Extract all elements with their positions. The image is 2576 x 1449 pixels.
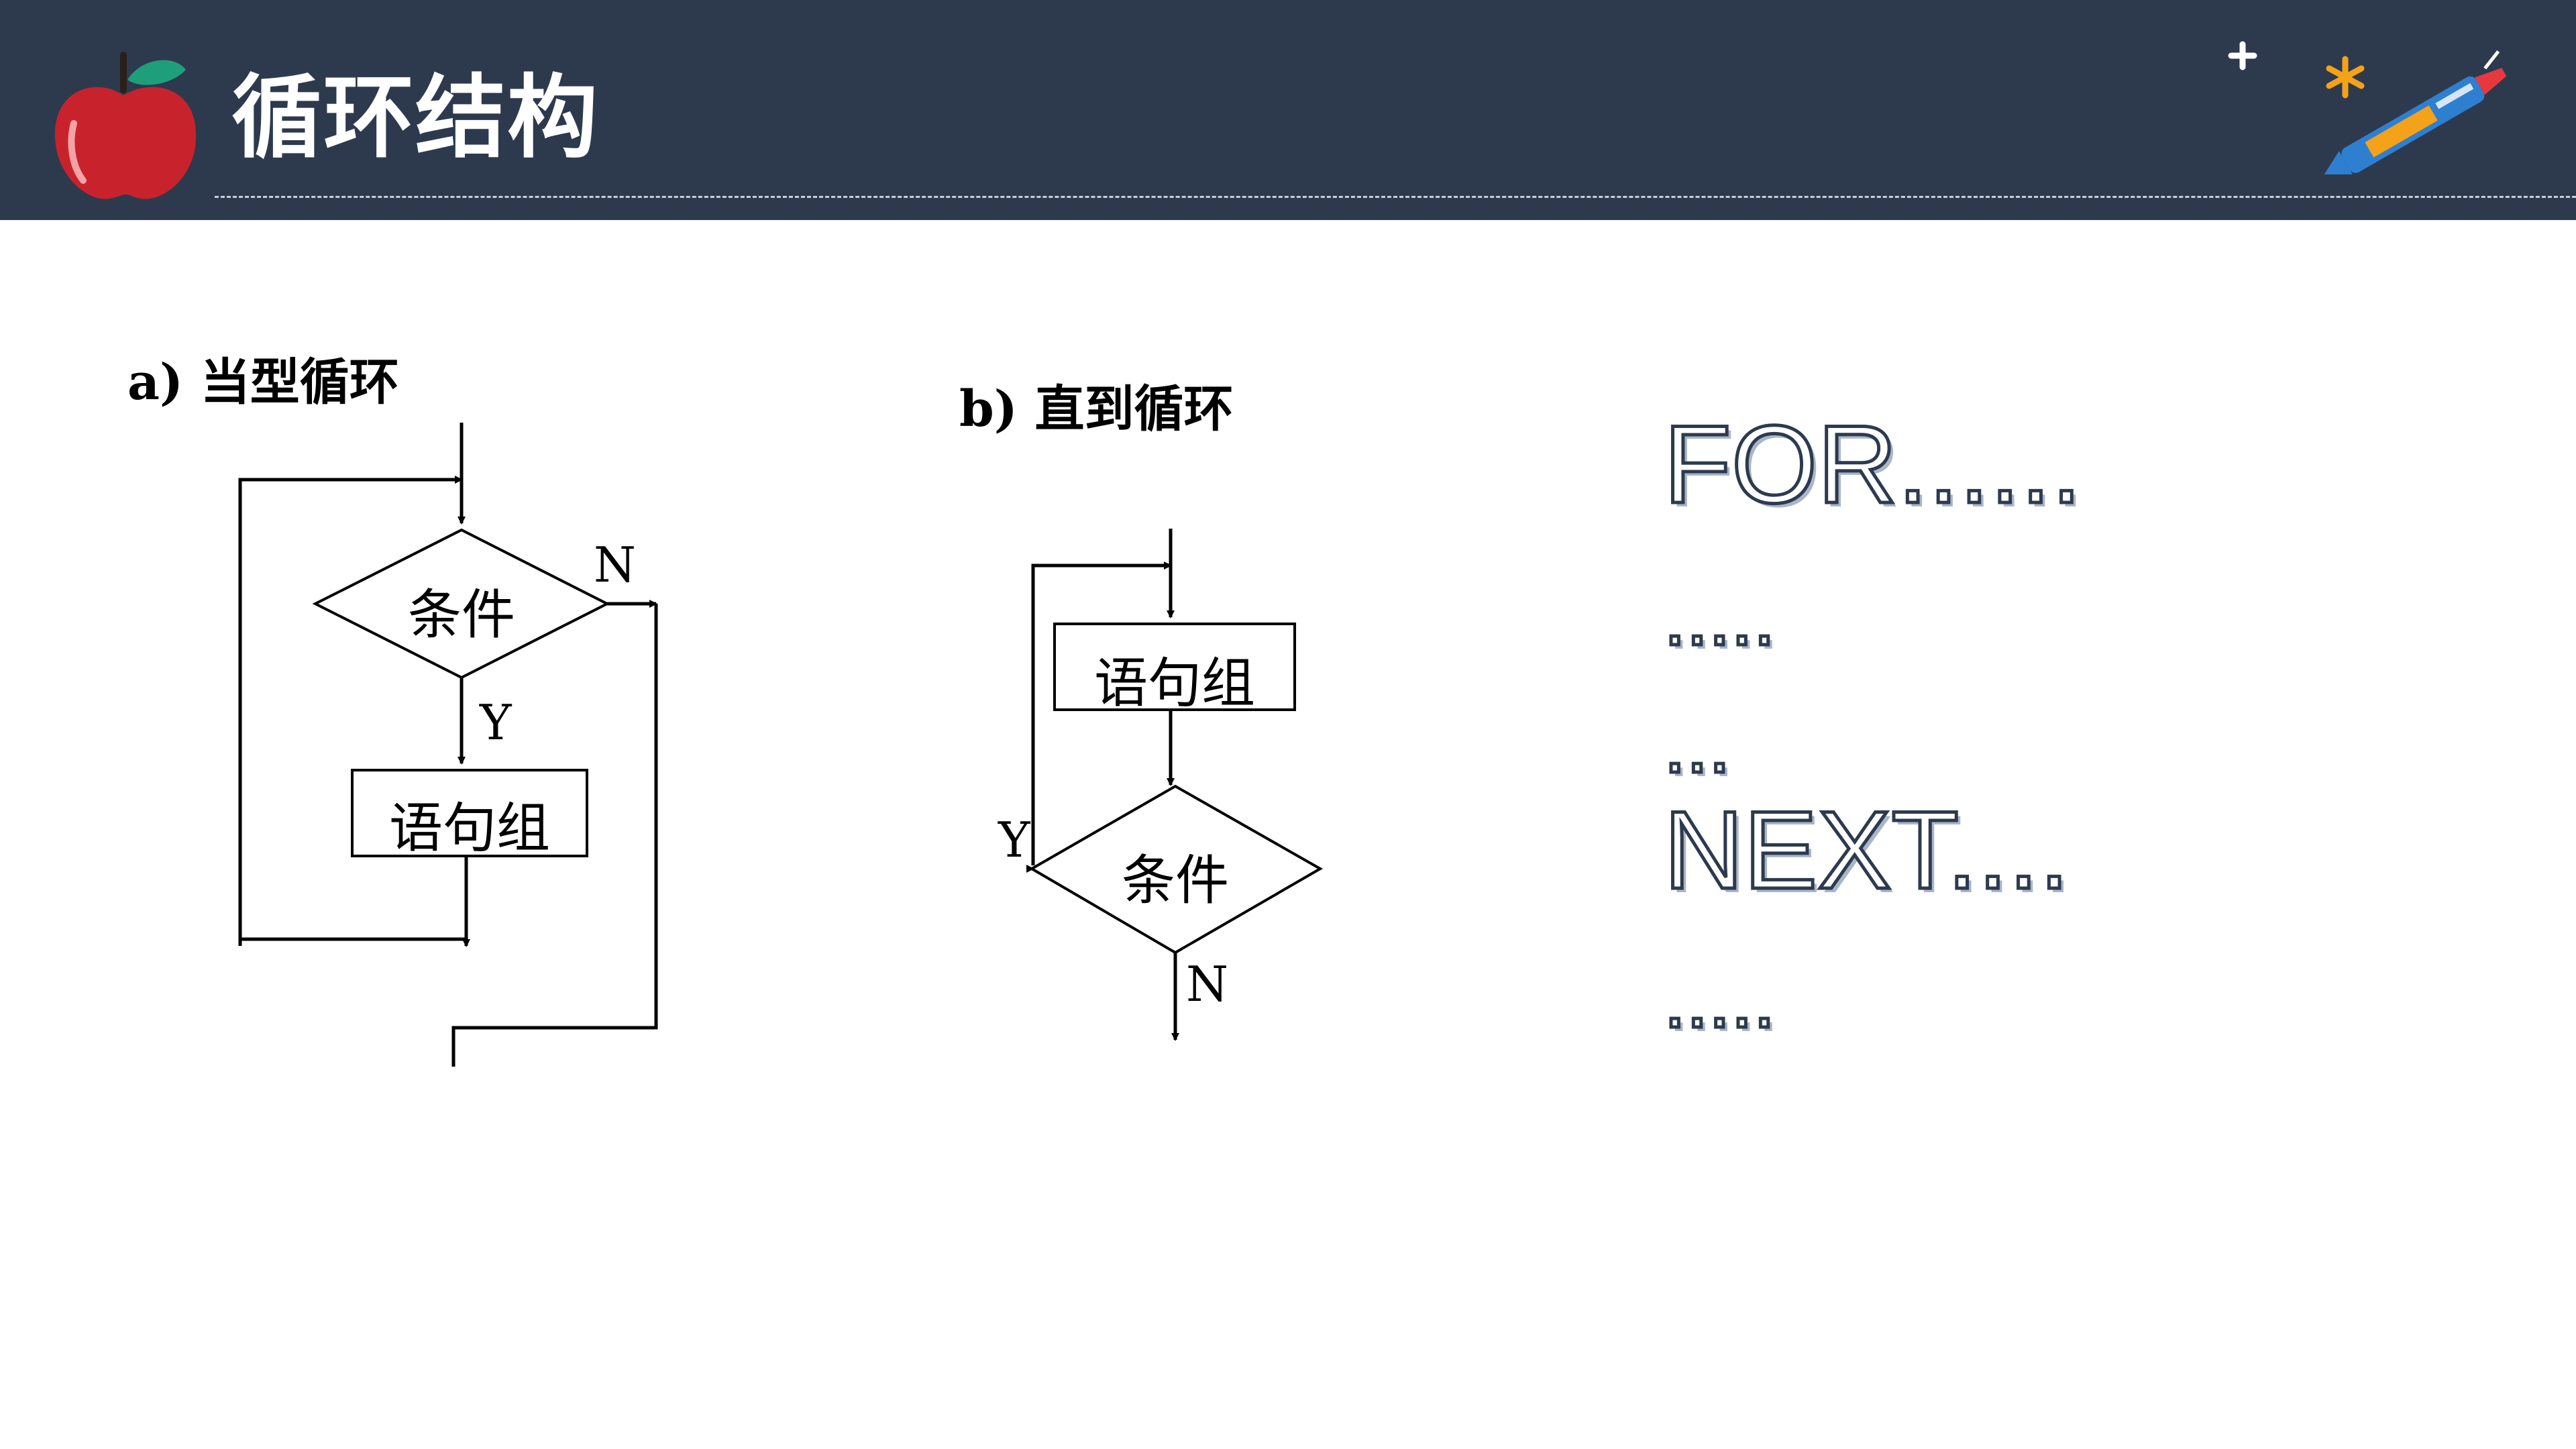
code-body-line-1: .....	[1662, 572, 1778, 662]
plus-sparkle-icon	[2228, 41, 2257, 70]
pen-icon	[2322, 50, 2507, 174]
diagram-a-label: a) 当型循环	[127, 354, 399, 411]
apple-icon	[54, 52, 197, 199]
code-for-line: FOR......	[1662, 402, 2083, 526]
diagram-b-statements: 语句组	[1094, 652, 1255, 714]
header-bar: 循环结构	[0, 0, 2576, 220]
asterisk-sparkle-icon	[2326, 56, 2365, 99]
while-loop-diagram: a) 当型循环 条件 语句组 Y N	[114, 322, 718, 1073]
until-loop-diagram: b) 直到循环 语句组 条件 Y N	[939, 349, 1409, 1060]
header-divider	[215, 196, 2576, 198]
code-body-line-3: .....	[1662, 955, 1778, 1044]
diagram-a-statements: 语句组	[389, 797, 550, 859]
diagram-a-condition: 条件	[408, 584, 515, 646]
diagram-b-label: b) 直到循环	[959, 380, 1234, 438]
diagram-a-lines	[238, 423, 658, 1067]
diagram-b-condition: 条件	[1122, 849, 1229, 912]
diagram-b-lines	[1026, 529, 1324, 1041]
diagram-a-yes-label: Y	[480, 694, 512, 751]
code-body-line-2: ...	[1662, 700, 1732, 790]
diagram-b-no-label: N	[1186, 956, 1228, 1012]
code-next-line: NEXT....	[1662, 788, 2071, 912]
diagram-a-no-label: N	[594, 537, 636, 593]
page-title: 循环结构	[231, 65, 599, 170]
diagram-b-yes-label: Y	[998, 812, 1030, 868]
